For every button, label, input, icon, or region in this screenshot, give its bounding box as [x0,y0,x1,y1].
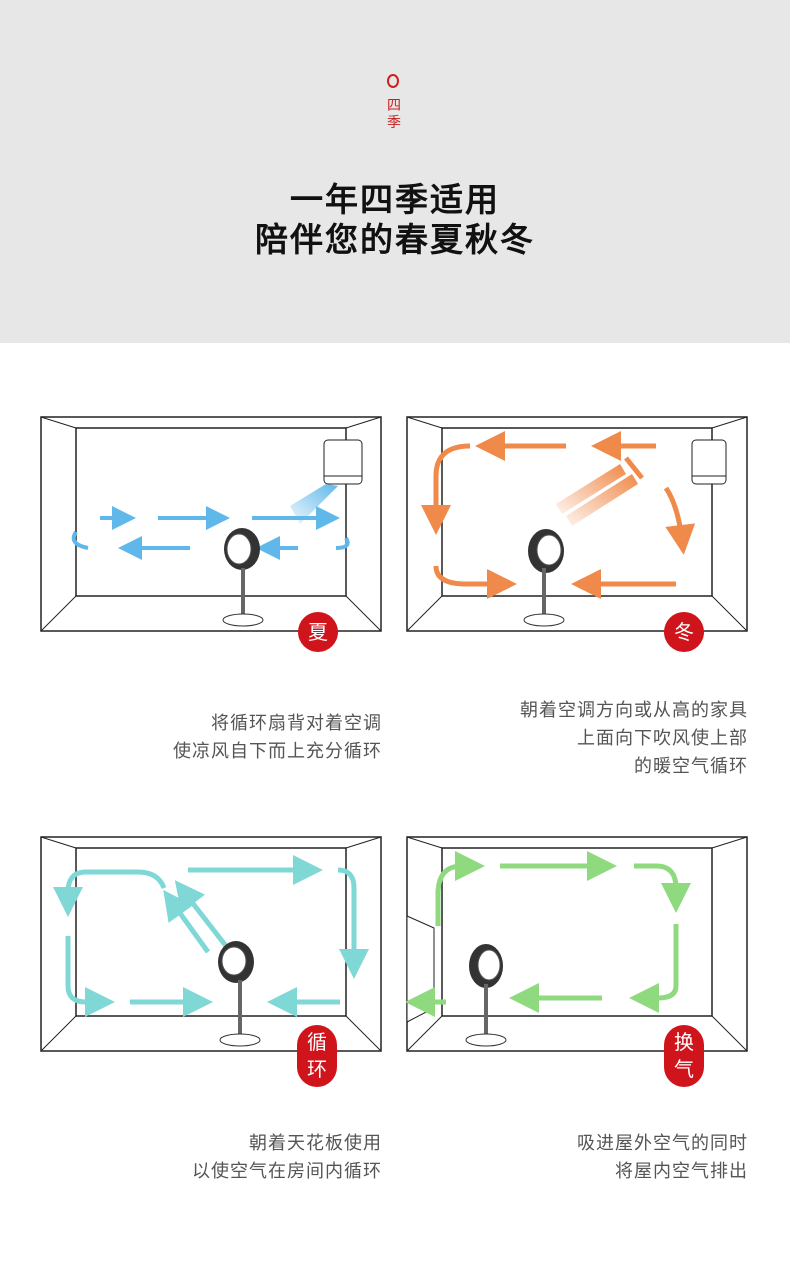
circle-icon [387,74,399,88]
winter-caption-line-1: 朝着空调方向或从高的家具 [520,700,748,721]
circulation-caption: 朝着天花板使用 以使空气在房间内循环 [120,1130,382,1186]
circulation-caption-line-2: 以使空气在房间内循环 [192,1161,382,1182]
mode-badge-circulation: 循 环 [297,1025,337,1087]
ventilation-room-illustration [406,836,748,1052]
ventilation-caption-line-1: 吸进屋外空气的同时 [577,1133,748,1154]
page-title: 一年四季适用 陪伴您的春夏秋冬 [0,180,790,260]
mode-badge-ventilation: 换 气 [664,1025,704,1087]
winter-caption-line-2: 上面向下吹风使上部 [577,728,748,749]
season-tag: 四季 [387,98,401,131]
season-badge-winter: 冬 [664,612,704,652]
circulation-caption-line-1: 朝着天花板使用 [249,1133,382,1154]
winter-caption-line-3: 的暖空气循环 [634,756,748,777]
summer-caption-line-1: 将循环扇背对着空调 [211,713,382,734]
summer-caption-line-2: 使凉风自下而上充分循环 [173,741,382,762]
header-band [0,0,790,343]
winter-room-illustration [406,416,748,632]
winter-caption: 朝着空调方向或从高的家具 上面向下吹风使上部 的暖空气循环 [440,697,748,781]
circulation-badge-char-1: 循 [307,1030,327,1054]
title-line-1: 一年四季适用 [290,180,500,219]
circulation-room-illustration [40,836,382,1052]
ventilation-caption: 吸进屋外空气的同时 将屋内空气排出 [490,1130,748,1186]
ventilation-caption-line-2: 将屋内空气排出 [615,1161,748,1182]
summer-caption: 将循环扇背对着空调 使凉风自下而上充分循环 [120,710,382,766]
ventilation-badge-char-2: 气 [674,1057,694,1081]
title-line-2: 陪伴您的春夏秋冬 [255,220,535,259]
circulation-badge-char-2: 环 [307,1057,327,1081]
ventilation-badge-char-1: 换 [674,1030,694,1054]
season-badge-summer: 夏 [298,612,338,652]
summer-room-illustration [40,416,382,632]
